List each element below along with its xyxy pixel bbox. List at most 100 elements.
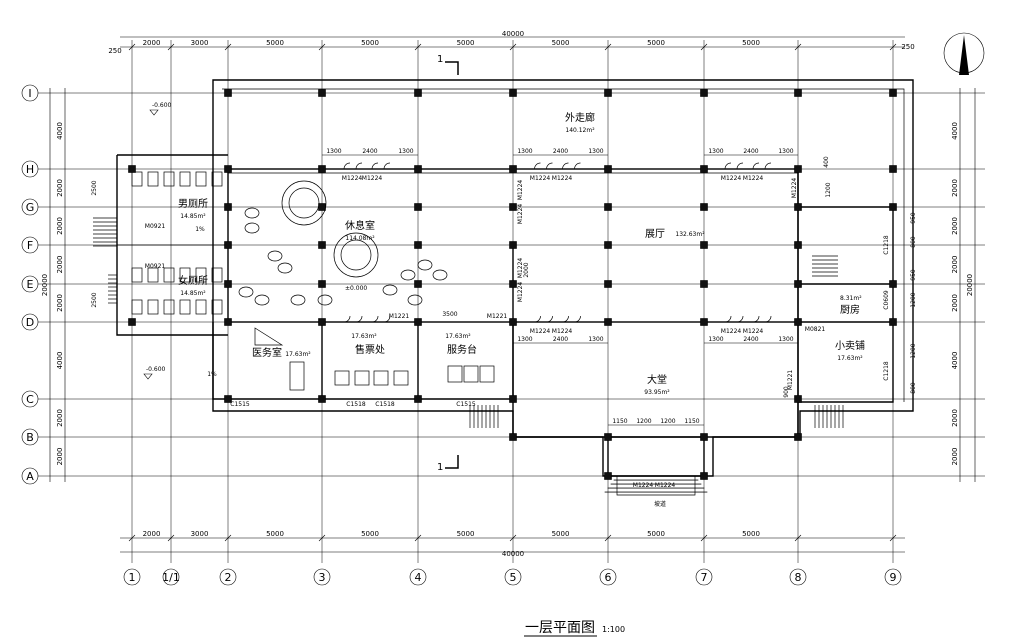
axis-bubble-row [21, 198, 39, 216]
dim-top-span: 5000 [361, 39, 379, 47]
toilet-stall [195, 171, 207, 187]
door-swing [371, 315, 379, 323]
door-swing [752, 162, 760, 170]
column [414, 241, 422, 249]
door-tag: M1224 [342, 175, 363, 182]
toilet-stall [195, 267, 207, 283]
toilet-stall [211, 171, 223, 187]
column [604, 433, 612, 441]
dim-tick [318, 43, 326, 51]
section-mark-bottom: 1 [437, 462, 443, 473]
desk [393, 370, 409, 386]
column [604, 318, 612, 326]
toilet-stall [147, 171, 159, 187]
level-ext-1: -0.600 [152, 102, 172, 109]
dim-left-span: 2000 [56, 179, 64, 197]
door-swing [343, 315, 351, 323]
lounge-chair [244, 222, 260, 234]
building-walls [93, 79, 914, 496]
round-table-inner [288, 187, 320, 219]
slope-tag: 1% [207, 371, 217, 378]
drawing-scale: 1:100 [602, 625, 625, 634]
dim-bottom-span: 5000 [457, 530, 475, 538]
dim-tick [414, 534, 422, 542]
door-swing [534, 315, 541, 323]
column [318, 318, 326, 326]
column [509, 89, 517, 97]
dim-bottom-span: 5000 [742, 530, 760, 538]
dim-left-span: 2000 [56, 448, 64, 466]
lounge-chair [277, 262, 293, 274]
column [128, 165, 136, 173]
outer-wall [212, 79, 914, 477]
axis-bubble-row [21, 275, 39, 293]
column [604, 89, 612, 97]
dim-edge-right: 250 [901, 43, 914, 51]
dim-tick [167, 43, 175, 51]
room-area-ticket: 17.63m² [351, 333, 377, 340]
column [224, 165, 232, 173]
entrance-porch [607, 436, 705, 477]
misc-dim: 400 [823, 156, 830, 168]
room-name-female_wc: 女厕所 [178, 274, 208, 287]
column [414, 165, 422, 173]
window-dim: 1300 [517, 336, 532, 343]
column [889, 318, 897, 326]
dim-right-span: 2000 [951, 256, 959, 274]
column [604, 203, 612, 211]
drawing-title: 一层平面图 [525, 620, 595, 636]
dim-tick [224, 43, 232, 51]
door-tag: M1224 [552, 328, 573, 335]
column [889, 165, 897, 173]
column [224, 203, 232, 211]
door-swing [736, 315, 744, 323]
dim-tick [318, 534, 326, 542]
door-swing [534, 162, 541, 170]
window-dim: 1300 [708, 336, 723, 343]
dim-tick [700, 43, 708, 51]
door-swing [343, 162, 351, 170]
dim-top-span: 5000 [742, 39, 760, 47]
dim-top-span: 5000 [552, 39, 570, 47]
window-tag: C1515 [456, 401, 476, 408]
column [414, 280, 422, 288]
axis-label-col: 4 [415, 571, 422, 584]
room-area-corridor: 140.12m² [565, 127, 595, 134]
axis-bubble-row [21, 84, 39, 102]
door-tag: M1221 [487, 313, 508, 320]
dim-tick [128, 43, 136, 51]
window-dim: 1300 [326, 148, 341, 155]
dim-tick [128, 534, 136, 542]
toilet-stall [211, 267, 223, 283]
door-tag: M1224 [743, 328, 764, 335]
door-swing [752, 315, 760, 323]
room-name-service: 服务台 [447, 343, 477, 356]
column [318, 395, 326, 403]
column [700, 472, 708, 480]
dim-left-span: 2000 [56, 217, 64, 235]
door-tag: M0821 [805, 326, 826, 333]
column [700, 318, 708, 326]
dim-right-span: 2000 [951, 294, 959, 312]
entrance-step-edge [616, 476, 696, 496]
door-tag: M1224 [517, 282, 524, 303]
door-swing [383, 315, 391, 323]
dim-bottom-span: 5000 [266, 530, 284, 538]
toilet-block-wall [116, 154, 228, 336]
room-area-clinic: 17.63m² [285, 351, 311, 358]
dim-tick [604, 534, 612, 542]
window-dim: 1300 [588, 148, 603, 155]
column [224, 89, 232, 97]
door-swing [724, 315, 732, 323]
lounge-chair [432, 269, 448, 281]
toilet-stall [163, 171, 175, 187]
misc-dim: 1200 [825, 182, 832, 197]
axis-label-col: 2 [225, 571, 232, 584]
door-swing [562, 315, 569, 323]
room-area-kitchen: 8.31m² [840, 295, 862, 302]
axis-label-row: A [26, 470, 34, 483]
dim-right-span: 2000 [951, 217, 959, 235]
desk [334, 370, 350, 386]
dim-tick [414, 43, 422, 51]
column [224, 395, 232, 403]
